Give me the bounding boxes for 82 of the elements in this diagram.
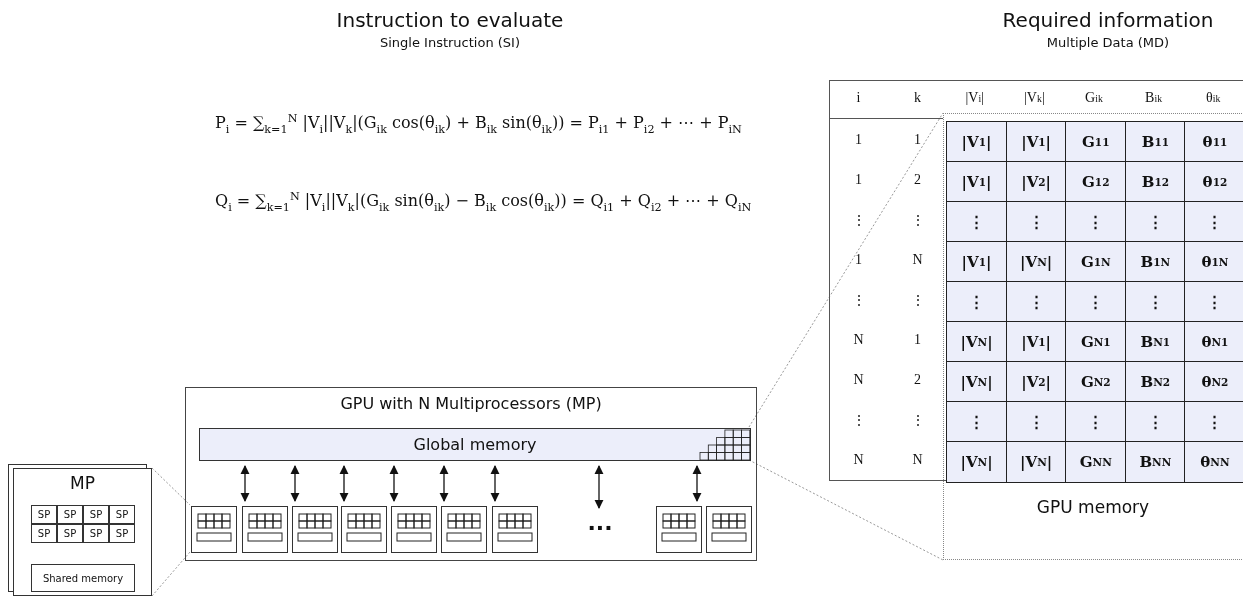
zoom-line: [151, 467, 191, 506]
table-cell-text: N: [852, 331, 865, 349]
multiprocessor-block: [656, 506, 702, 553]
subheading: Multiple Data (MD): [1046, 35, 1170, 50]
processor-label: SP: [89, 509, 103, 520]
table-cell-text: 2: [913, 171, 922, 189]
multiprocessor-card: [13, 468, 152, 596]
double-arrow: [240, 465, 250, 502]
table-cell-text: 2: [913, 371, 922, 389]
table-cell-text: ⋮: [850, 211, 867, 230]
gpu-title: GPU with N Multiprocessors (MP): [340, 394, 602, 413]
double-arrow: [389, 465, 399, 502]
double-arrow: [339, 465, 349, 502]
processor-cell: [31, 524, 57, 543]
processor-label: SP: [37, 528, 51, 539]
double-arrow: [692, 465, 702, 502]
table-cell-text: N: [911, 451, 924, 469]
table-cell-text: ⋮: [909, 291, 926, 310]
table-cell-text: ⋮: [909, 211, 926, 230]
table-cell-text: 1: [854, 251, 863, 269]
processor-label: SP: [63, 528, 77, 539]
heading: Required information: [1002, 8, 1214, 32]
processor-cell: [109, 505, 135, 524]
table-cell: ⋮: [1065, 201, 1127, 243]
table-cell: ⋮: [1184, 281, 1243, 323]
heading: Instruction to evaluate: [336, 8, 564, 32]
gpu-box: [185, 387, 757, 561]
processor-label: SP: [89, 528, 103, 539]
double-arrow: [439, 465, 449, 502]
multiprocessor-block: [441, 506, 487, 553]
table-cell: ⋮: [946, 401, 1008, 443]
multiprocessor-block: [706, 506, 752, 553]
shared-memory-box: [31, 564, 135, 592]
processor-cell: [31, 505, 57, 524]
table-cell-text: 1: [854, 171, 863, 189]
equation: Q$_{i}$ = ∑$_{k=1}$$^{N}$ |V$_{i}$||V$_{k}$|(G$_{ik}$ sin(θ$_{ik}$) − B$_{ik}$ cos(θ$_{ik}$)) = Q$_{i1}$ + Q$_{i2}$ + ⋯ + Q$_{iN}$: [215, 190, 752, 214]
panel-title: GPU memory: [1036, 497, 1150, 517]
multiprocessor-block: [492, 506, 538, 553]
table-cell: ⋮: [946, 281, 1008, 323]
zoom-line: [151, 551, 191, 597]
multiprocessor-block: [391, 506, 437, 553]
table-cell: ⋮: [1065, 281, 1127, 323]
zoom-line: [748, 112, 944, 428]
processor-cell: [57, 505, 83, 524]
processor-cell: [83, 524, 109, 543]
shared-memory-label: Shared memory: [42, 572, 124, 584]
multiprocessor-block: [341, 506, 387, 553]
processor-cell: [83, 505, 109, 524]
subheading: Single Instruction (SI): [380, 35, 520, 50]
table-cell-text: N: [852, 451, 865, 469]
column-header: k: [913, 89, 922, 107]
gpu-memory-panel: [943, 113, 1242, 560]
table-cell-text: 1: [854, 131, 863, 149]
memory-label: Global memory: [413, 435, 537, 454]
processor-cell: [109, 524, 135, 543]
multiprocessor-block: [242, 506, 288, 553]
multiprocessor-block: [292, 506, 338, 553]
table-cell-text: N: [911, 251, 924, 269]
double-arrow: [594, 465, 604, 509]
multiprocessor-block: [191, 506, 237, 553]
table-cell-text: ⋮: [850, 411, 867, 430]
processor-label: SP: [115, 528, 129, 539]
processor-label: SP: [63, 509, 77, 520]
table-cell-text: 1: [913, 331, 922, 349]
table-cell-text: ⋮: [909, 411, 926, 430]
equation: P$_{i}$ = ∑$_{k=1}$$^{N}$ |V$_{i}$||V$_{k}$|(G$_{ik}$ cos(θ$_{ik}$) + B$_{ik}$ sin(θ$_{ik}$)) = P$_{i1}$ + P$_{i2}$ + ⋯ + P$_{iN}$: [215, 112, 742, 136]
double-arrow: [490, 465, 500, 502]
table-cell: ⋮: [1065, 401, 1127, 443]
double-arrow: [290, 465, 300, 502]
table-cell: ⋮: [1184, 401, 1243, 443]
processor-label: SP: [115, 509, 129, 520]
table-cell-text: N: [852, 371, 865, 389]
card-title: MP: [70, 473, 95, 493]
table-cell-text: 1: [913, 131, 922, 149]
column-header: i: [855, 89, 862, 107]
processor-label: SP: [37, 509, 51, 520]
global-memory-bar: [199, 428, 751, 461]
processor-cell: [57, 524, 83, 543]
table-cell-text: ⋮: [850, 291, 867, 310]
table-cell: ⋮: [1184, 201, 1243, 243]
ellipsis: ...: [579, 513, 621, 539]
table-cell: ⋮: [946, 201, 1008, 243]
